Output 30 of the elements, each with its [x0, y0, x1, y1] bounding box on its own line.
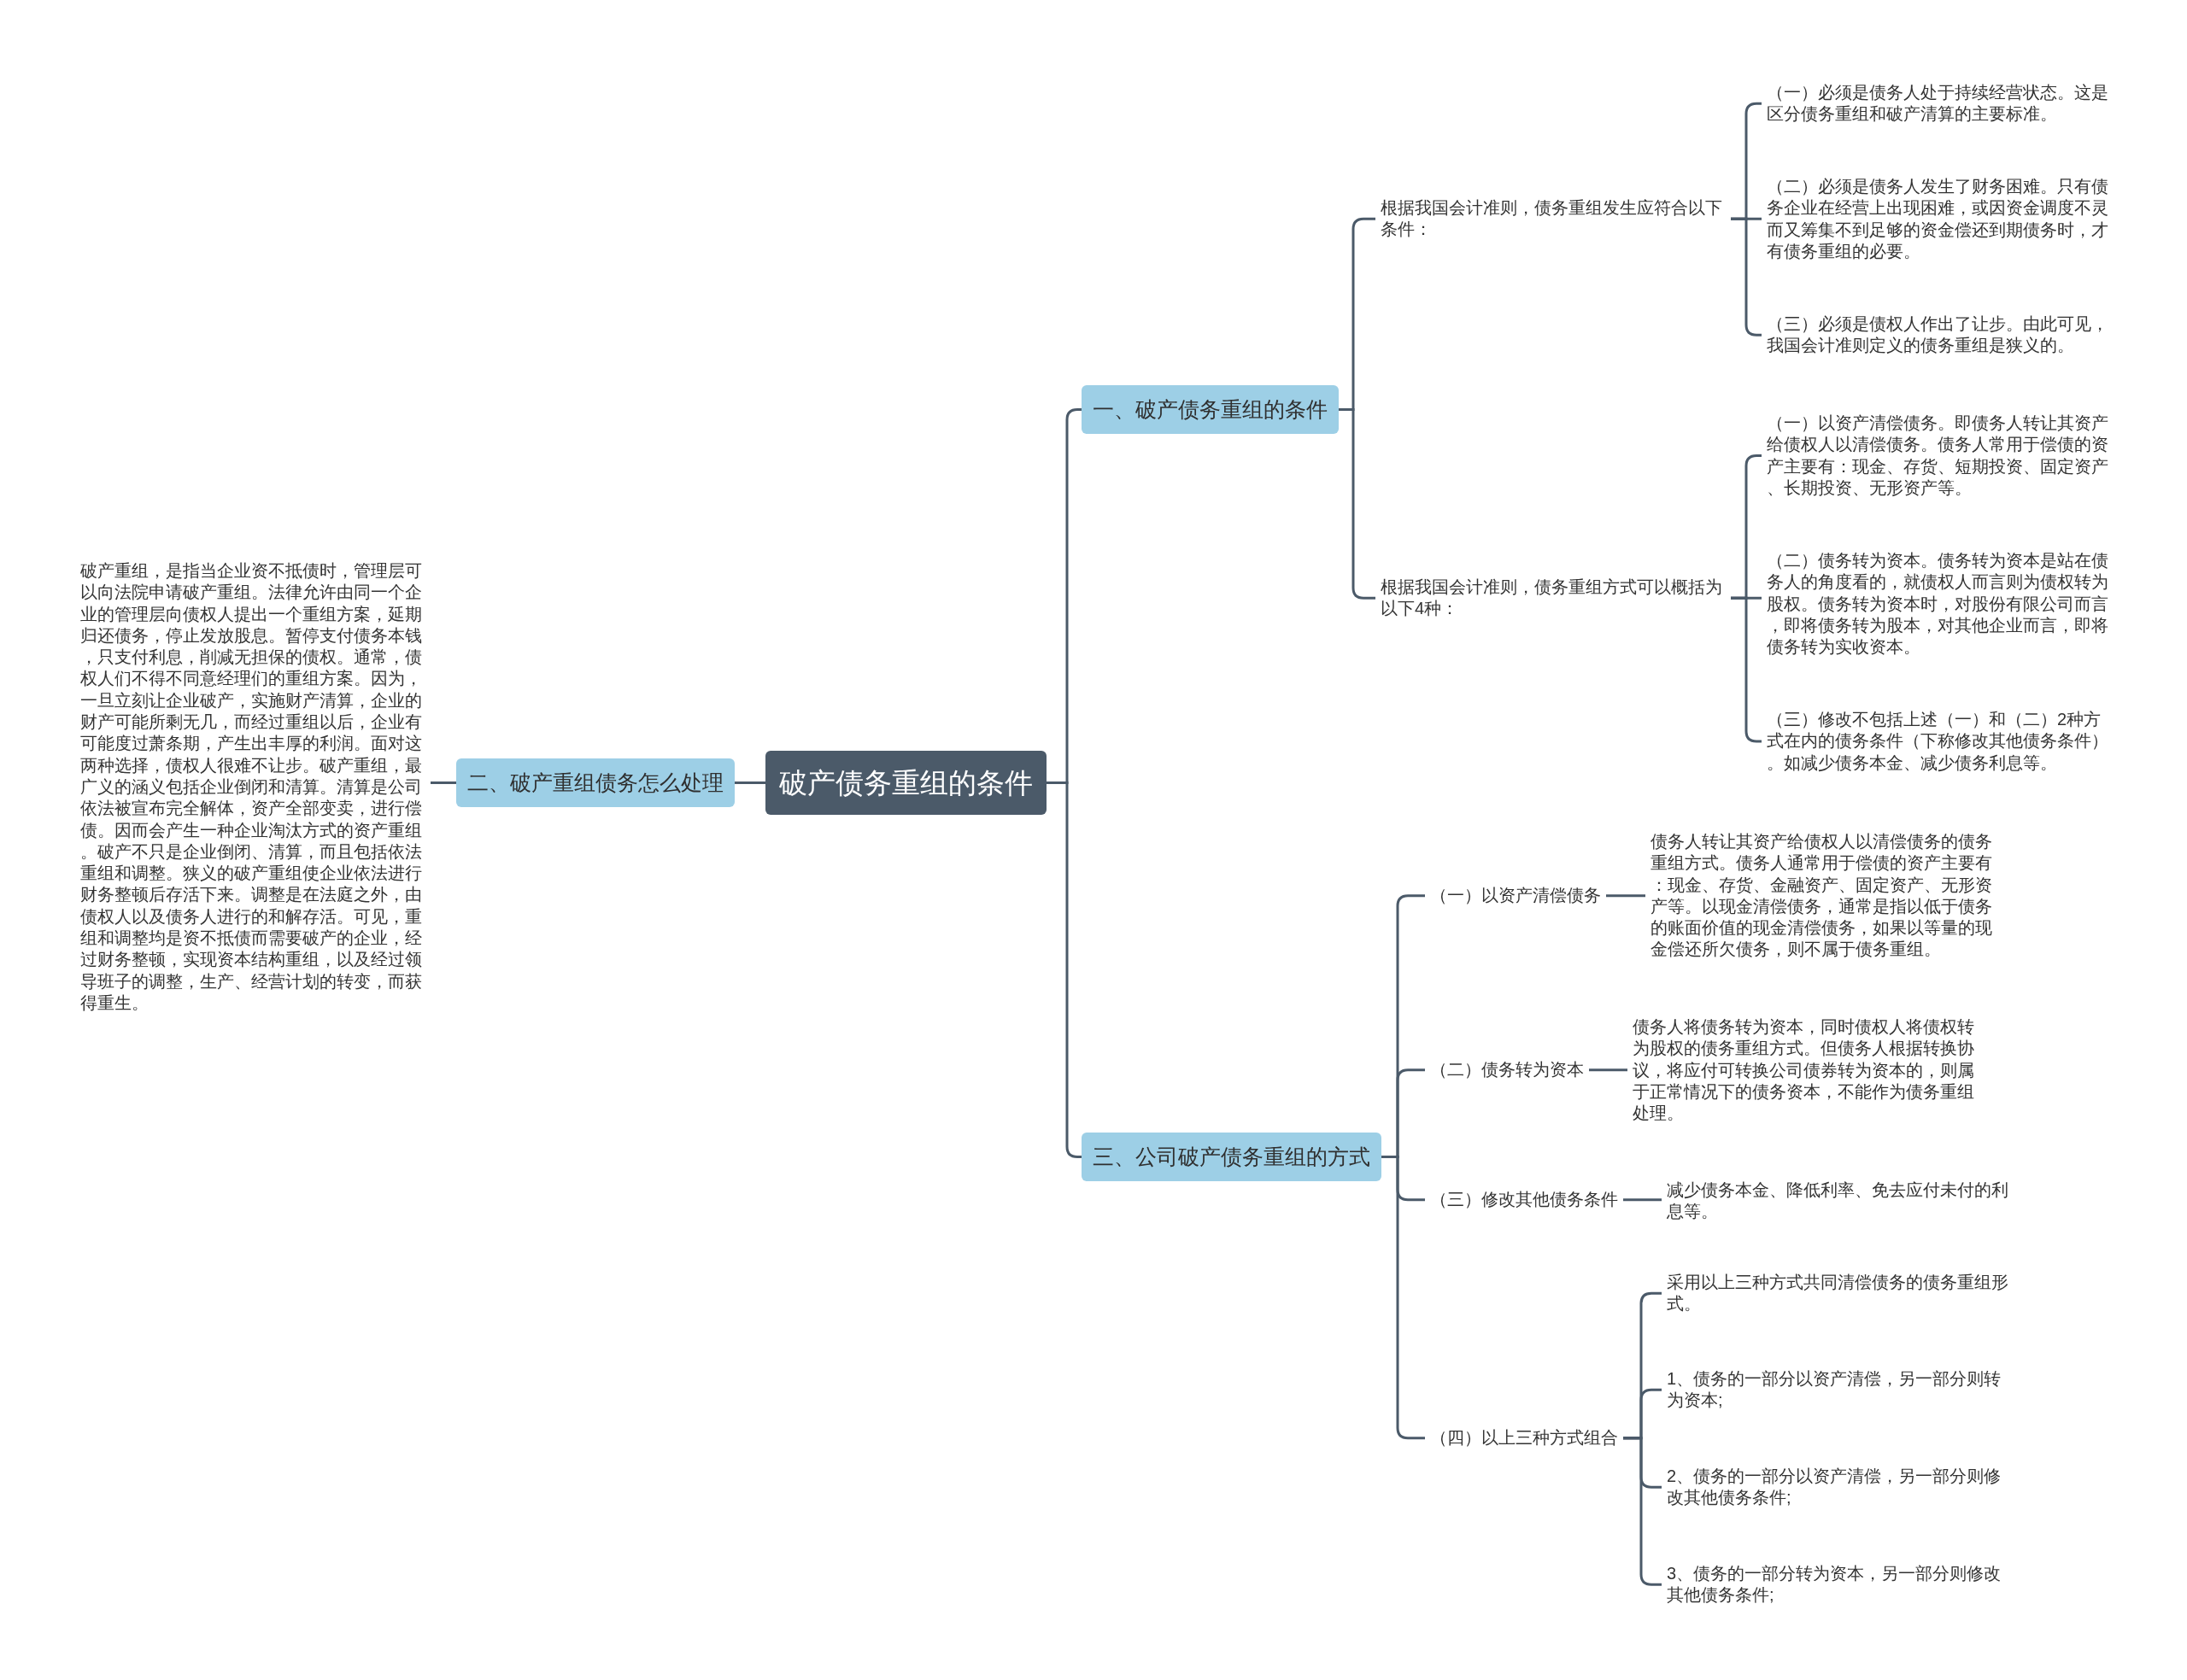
connector-line: [1606, 894, 1645, 898]
note-text: 债务人转让其资产给债权人以清偿债务的债务重组方式。债务人通常用于偿债的资产主要有：现金、存货、金融资产、固定资产、无形资产等。以现金清偿债务，通常是指以低于债务的账面价值的现金清偿债务，如果以等量的现金偿还所欠债务，则不属于债务重组。: [1645, 831, 2001, 961]
connector-line: [735, 781, 765, 784]
note-text: 减少债务本金、降低利率、免去应付未付的利息等。: [1662, 1180, 2017, 1223]
connector-line: [1589, 1068, 1627, 1072]
subtopic-text: （四）以上三种方式组合: [1425, 1427, 1623, 1449]
topic-box: 三、公司破产债务重组的方式: [1082, 1133, 1381, 1181]
note-text: 债务人将债务转为资本，同时债权人将债权转为股权的债务重组方式。但债务人根据转换协议，将应付可转换公司债券转为资本的，则属于正常情况下的债务资本，不能作为债务重组处理。: [1627, 1016, 1983, 1125]
connector-line: [1623, 1198, 1662, 1202]
topic-box: 二、破产重组债务怎么处理: [456, 758, 735, 807]
note-text: （一）必须是债务人处于持续经营状态。这是区分债务重组和破产清算的主要标准。: [1762, 82, 2117, 126]
note-text: 2、债务的一部分以资产清偿，另一部分则修改其他债务条件;: [1662, 1466, 2017, 1509]
subtopic-text: （二）债务转为资本: [1425, 1059, 1589, 1081]
connector-line: [431, 781, 456, 784]
central-topic-box: 破产债务重组的条件: [765, 751, 1047, 815]
connector-line: [1047, 781, 1082, 1158]
note-text: （一）以资产清偿债务。即债务人转让其资产给债权人以清偿债务。债务人常用于偿债的资产主要有：现金、存货、短期投资、固定资产、长期投资、无形资产等。: [1762, 413, 2117, 500]
note-text: 采用以上三种方式共同清偿债务的债务重组形式。: [1662, 1272, 2017, 1315]
subtopic-text: （三）修改其他债务条件: [1425, 1189, 1623, 1211]
subtopic-text: （一）以资产清偿债务: [1425, 885, 1606, 907]
note-text: （二）债务转为资本。债务转为资本是站在债务人的角度看的，就债权人而言则为债权转为股权。债务转为资本时，对股份有限公司而言，即将债务转为股本，对其他企业而言，即将债务转为实收资本。: [1762, 550, 2117, 659]
note-text: 根据我国会计准则，债务重组发生应符合以下条件：: [1375, 197, 1731, 241]
note-text: 1、债务的一部分以资产清偿，另一部分则转为资本;: [1662, 1368, 2017, 1412]
topic-box: 一、破产债务重组的条件: [1082, 385, 1339, 434]
note-text: （二）必须是债务人发生了财务困难。只有债务企业在经营上出现困难，或因资金调度不灵而又筹集不到足够的资金偿还到期债务时，才有债务重组的必要。: [1762, 176, 2117, 263]
note-text: 根据我国会计准则，债务重组方式可以概括为以下4种：: [1375, 577, 1731, 620]
note-text: 3、债务的一部分转为资本，另一部分则修改其他债务条件;: [1662, 1563, 2017, 1607]
note-text: （三）必须是债权人作出了让步。由此可见，我国会计准则定义的债务重组是狭义的。: [1762, 313, 2117, 357]
note-text: （三）修改不包括上述（一）和（二）2种方式在内的债务条件（下称修改其他债务条件）。如减少债务本金、减少债务利息等。: [1762, 709, 2117, 774]
note-text: 破产重组，是指当企业资不抵债时，管理层可以向法院申请破产重组。法律允许由同一个企业的管理层向债权人提出一个重组方案，延期归还债务，停止发放股息。暂停支付债务本钱，只支付利息，削减无担保的债权。通常，债权人们不得不同意经理们的重组方案。因为，一旦立刻让企业破产，实施财产清算，企业的财产可能所剩无几，而经过重组以后，企业有可能度过萧条期，产生出丰厚的利润。面对这两种选择，债权人很难不让步。破产重组，最广义的涵义包括企业倒闭和清算。清算是公司依法被宣布完全解体，资产全部变卖，进行偿债。因而会产生一种企业淘汰方式的资产重组。破产不只是企业倒闭、清算，而且包括依法重组和调整。狭义的破产重组使企业依法进行财务整顿后存活下来。调整是在法庭之外，由债权人以及债务人进行的和解存活。可见，重组和调整均是资不抵债而需要破产的企业，经过财务整顿，实现资本结构重组，以及经过领导班子的调整，生产、经营计划的转变，而获得重生。: [75, 560, 431, 1015]
